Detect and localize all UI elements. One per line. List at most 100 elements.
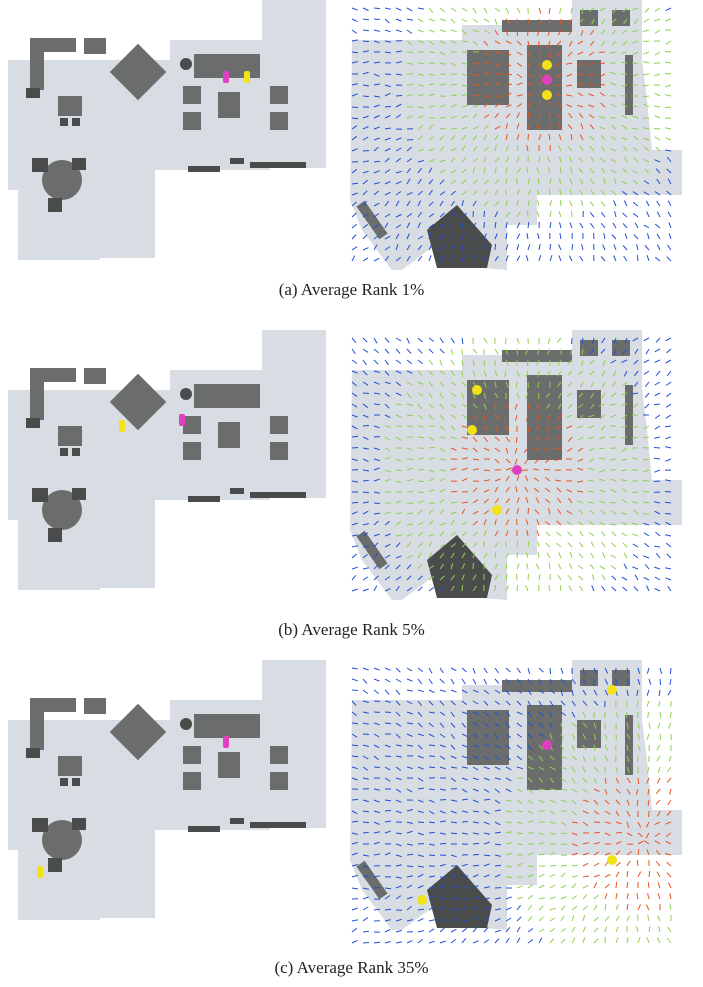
flow-vector: [494, 62, 501, 68]
flow-vector: [559, 188, 562, 196]
flow-vector: [646, 777, 650, 784]
coffee-table: [218, 92, 240, 118]
flow-vector: [516, 475, 520, 482]
flow-vector: [566, 84, 573, 87]
flow-vector: [450, 897, 458, 900]
flow-vector: [450, 147, 457, 152]
agent-marker: [244, 71, 250, 83]
flow-vector: [483, 863, 490, 867]
flow-vector: [450, 531, 456, 537]
flow-vector: [578, 575, 584, 581]
flow-vector: [362, 942, 370, 944]
flow-vector: [428, 928, 435, 933]
flow-vector: [546, 552, 551, 559]
flow-vector: [646, 937, 650, 944]
flow-vector: [544, 476, 551, 482]
flow-vector: [600, 509, 606, 515]
flow-vector: [613, 200, 617, 207]
flow-vector: [351, 370, 358, 374]
flow-vector: [559, 222, 562, 229]
flow-vector: [589, 124, 595, 130]
flow-vector: [439, 722, 445, 728]
flow-vector: [373, 689, 380, 694]
flow-vector: [505, 29, 509, 36]
flow-vector: [549, 907, 556, 911]
flow-vector: [384, 157, 390, 163]
flow-vector: [588, 414, 595, 418]
flow-vector: [483, 392, 487, 399]
flow-vector: [461, 447, 468, 450]
flow-vector: [577, 565, 584, 570]
flow-vector: [610, 523, 617, 526]
flow-vector: [384, 588, 391, 592]
flow-vector: [527, 101, 532, 108]
flow-vector: [589, 509, 595, 515]
flow-vector: [494, 112, 499, 119]
flow-vector: [604, 883, 610, 889]
flow-vector: [516, 711, 523, 715]
flow-vector: [417, 832, 424, 836]
flow-vector: [373, 202, 380, 207]
flow-vector: [632, 105, 639, 108]
flow-vector: [406, 821, 413, 824]
flow-vector: [609, 502, 617, 504]
flow-vector: [589, 29, 595, 36]
flow-vector: [362, 865, 369, 868]
flow-vector: [505, 810, 512, 813]
flow-vector: [593, 851, 600, 856]
flow-vector: [647, 882, 650, 889]
flow-vector: [558, 178, 562, 185]
flow-vector: [395, 157, 402, 163]
flow-vector: [516, 167, 522, 174]
flow-vector: [515, 414, 518, 421]
flow-vector: [516, 40, 522, 46]
flow-vector: [643, 840, 650, 845]
flow-vector: [373, 224, 380, 229]
flow-vector: [395, 895, 402, 900]
flow-vector: [527, 133, 529, 141]
flow-vector: [589, 168, 595, 174]
flow-vector: [406, 359, 413, 365]
flow-vector: [494, 678, 500, 684]
flow-vector: [538, 584, 540, 592]
flow-vector: [516, 370, 520, 377]
flow-vector: [560, 884, 567, 889]
flow-vector: [600, 530, 606, 537]
flow-vector: [384, 820, 391, 823]
flow-vector: [428, 29, 435, 33]
flow-vector: [582, 700, 588, 706]
flow-vector: [527, 711, 532, 718]
flow-vector: [566, 447, 573, 453]
flow-vector: [555, 425, 562, 429]
flow-vector: [351, 874, 358, 878]
flow-vector: [373, 337, 378, 344]
flow-vector: [567, 146, 573, 152]
flow-vector: [439, 458, 446, 461]
flow-vector: [395, 348, 401, 354]
flow-vector: [373, 908, 380, 911]
flow-vector: [417, 245, 423, 251]
flow-vector: [633, 234, 639, 240]
flow-vector: [417, 667, 424, 673]
flow-vector: [483, 167, 486, 174]
flow-vector: [556, 542, 562, 548]
flow-vector: [653, 501, 661, 504]
flow-vector: [665, 337, 672, 342]
flow-vector: [406, 667, 413, 672]
flow-vector: [598, 116, 606, 119]
flow-vector: [549, 711, 553, 718]
flow-vector: [664, 127, 672, 130]
flow-vector: [556, 102, 562, 108]
flow-vector: [591, 574, 595, 581]
flow-vector: [494, 788, 501, 794]
flow-vector: [373, 126, 380, 130]
flow-vector: [417, 884, 424, 889]
flow-vector: [406, 447, 413, 451]
flow-vector: [659, 678, 662, 686]
flow-vector: [428, 788, 435, 791]
flow-vector: [516, 540, 519, 548]
flow-vector: [417, 125, 424, 130]
flow-vector: [626, 850, 633, 856]
flow-vector: [589, 359, 595, 365]
flow-vector: [395, 392, 402, 396]
